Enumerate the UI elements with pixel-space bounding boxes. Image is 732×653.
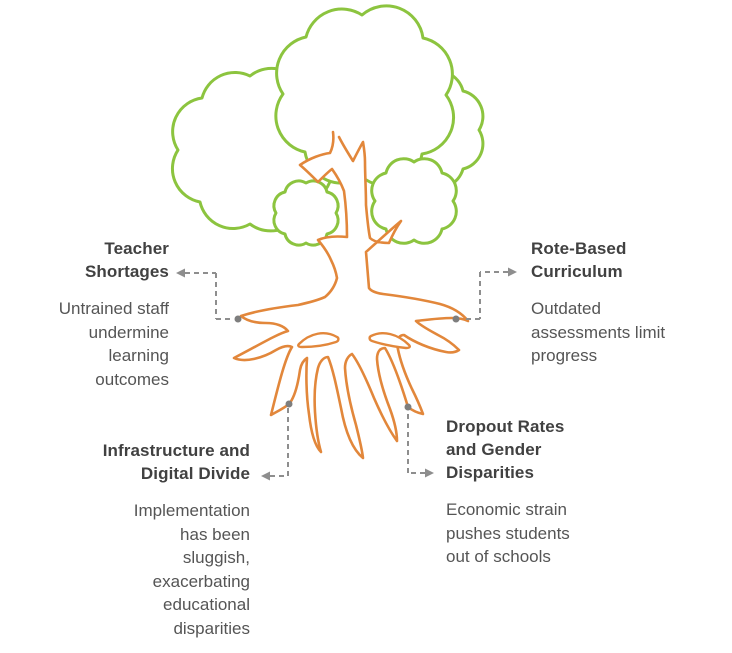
- connector-line: [407, 412, 425, 474]
- root-detail-left: [297, 332, 340, 349]
- root-detail-right: [368, 332, 411, 350]
- connector-dot: [452, 315, 460, 323]
- canopy-cloud-small-right: [370, 157, 458, 245]
- connector-dot: [234, 315, 242, 323]
- connector-line: [185, 272, 230, 320]
- arrowhead-left-icon: [176, 268, 185, 278]
- connector-teacher-shortages: [176, 268, 242, 323]
- arrowhead-left-icon: [261, 471, 270, 481]
- canopy-cloud-small-left: [272, 179, 340, 247]
- tree-canopy: [170, 4, 485, 247]
- connector-dropout-gender-disparities: [404, 403, 434, 478]
- connector-line: [462, 271, 508, 320]
- connector-line: [270, 408, 289, 477]
- connector-dot: [404, 403, 412, 411]
- tree-trunk-and-roots: [232, 130, 470, 460]
- connector-rote-based-curriculum: [452, 267, 517, 323]
- connector-infrastructure-digital-divide: [261, 400, 293, 481]
- arrowhead-right-icon: [508, 267, 517, 277]
- connector-dot: [285, 400, 293, 408]
- arrowhead-right-icon: [425, 468, 434, 478]
